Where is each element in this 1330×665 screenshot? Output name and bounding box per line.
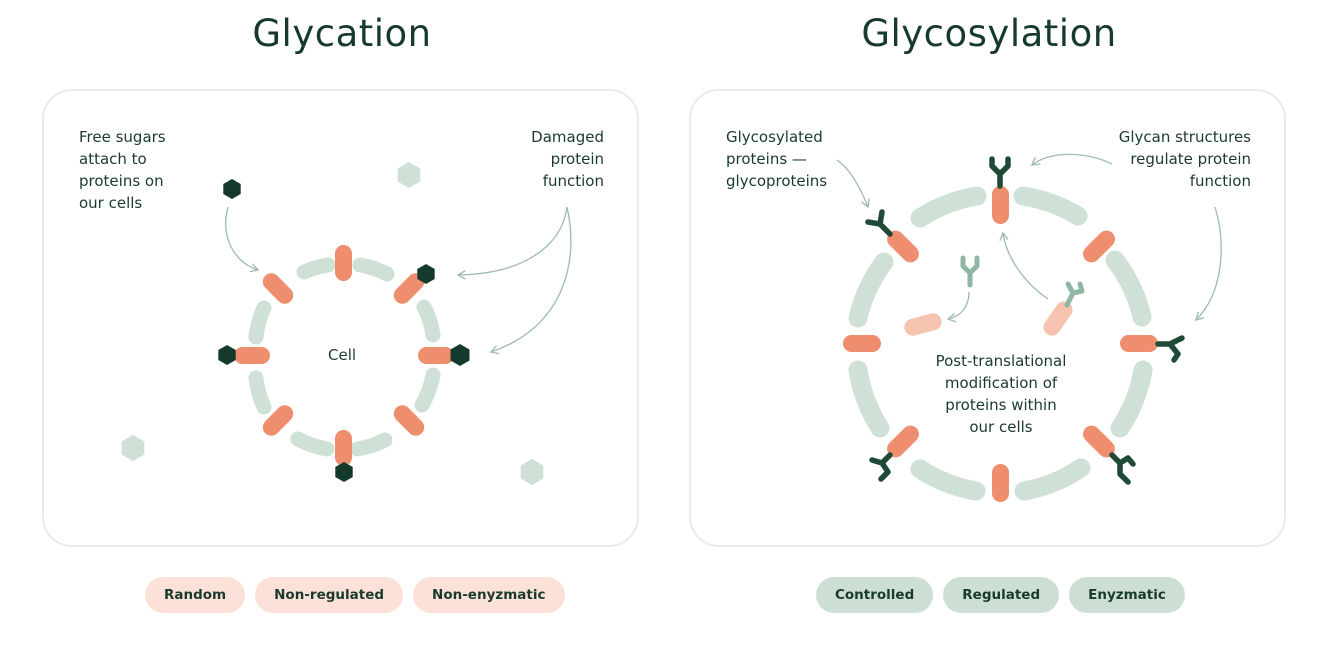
arrow-free-glycan-to-protein bbox=[946, 291, 970, 323]
arrow-to-top-glycan bbox=[1030, 153, 1113, 166]
glycation-panel: Free sugars attach to proteins on our ce… bbox=[42, 89, 639, 547]
glycoproteins bbox=[843, 186, 1158, 502]
arrow-damaged-upper bbox=[456, 206, 568, 280]
protein-left bbox=[234, 347, 270, 364]
protein-being-modified bbox=[1043, 301, 1073, 336]
glycan-attaching bbox=[1064, 281, 1085, 308]
attached-sugar-left bbox=[218, 345, 236, 365]
arrow-sugar-to-protein bbox=[225, 206, 260, 273]
arrow-modified-to-top bbox=[999, 231, 1049, 300]
faded-sugar-left bbox=[121, 435, 145, 461]
attached-sugar-right bbox=[450, 344, 470, 366]
arrow-to-glycoprotein bbox=[836, 159, 870, 209]
glycan-structures bbox=[865, 156, 1185, 485]
protein-lower-left bbox=[262, 405, 294, 436]
glycan-upper-left bbox=[865, 209, 893, 237]
glycosylation-arrows bbox=[836, 153, 1222, 323]
glycation-diagram bbox=[121, 162, 572, 485]
glycosylation-panel: Glycosylated proteins — glycoproteins Gl… bbox=[689, 89, 1286, 547]
protein-upper-right bbox=[393, 273, 425, 304]
tag-regulated: Regulated bbox=[943, 577, 1060, 613]
label-damaged-protein: Damaged protein function bbox=[531, 128, 604, 190]
glycoprotein-bottom bbox=[992, 464, 1009, 502]
glycoprotein-left bbox=[843, 335, 881, 352]
glycoprotein-upper-left bbox=[887, 230, 919, 263]
label-glycoproteins: Glycosylated proteins — glycoproteins bbox=[726, 128, 828, 190]
protein-top bbox=[335, 245, 352, 281]
tag-enzymatic: Enyzmatic bbox=[1069, 577, 1185, 613]
attached-sugar-bottom bbox=[335, 462, 353, 482]
protein-lower-right bbox=[393, 405, 425, 436]
tag-controlled: Controlled bbox=[816, 577, 934, 613]
glycan-right bbox=[1155, 335, 1185, 363]
free-glycan bbox=[960, 255, 980, 288]
glycoprotein-lower-right bbox=[1083, 425, 1115, 458]
glycan-faded bbox=[960, 255, 1085, 308]
protein-upper-left bbox=[262, 273, 294, 304]
glycation-title: Glycation bbox=[252, 12, 432, 55]
glycation-arrows bbox=[225, 206, 572, 355]
glycation-tags: Random Non-regulated Non-enyzmatic bbox=[145, 577, 565, 613]
glycosylation-tags: Controlled Regulated Enyzmatic bbox=[816, 577, 1185, 613]
glycoprotein-upper-right bbox=[1083, 230, 1115, 263]
attached-sugar-upper-right bbox=[417, 264, 435, 284]
arrow-damaged-lower bbox=[489, 206, 572, 355]
sugar-molecules bbox=[121, 162, 544, 485]
free-protein-faded bbox=[904, 313, 942, 336]
glycan-top bbox=[989, 156, 1011, 189]
glycan-lower-left bbox=[869, 452, 893, 482]
label-post-translational: Post-translational modification of prote… bbox=[935, 352, 1067, 436]
cell-proteins bbox=[234, 245, 454, 466]
glycosylation-diagram bbox=[836, 153, 1222, 502]
tag-non-regulated: Non-regulated bbox=[255, 577, 404, 613]
faded-sugar-top bbox=[397, 162, 421, 188]
glycoprotein-lower-left bbox=[887, 425, 919, 458]
glycosylation-title: Glycosylation bbox=[861, 12, 1117, 55]
free-sugar bbox=[223, 179, 241, 199]
glycan-lower-right bbox=[1109, 452, 1136, 485]
glycoprotein-right bbox=[1120, 335, 1158, 352]
faded-sugar-right bbox=[520, 459, 544, 485]
label-glycan-structures: Glycan structures regulate protein funct… bbox=[1118, 128, 1251, 190]
arrow-to-right-glycan bbox=[1195, 206, 1222, 321]
protein-bottom bbox=[335, 430, 352, 466]
cell-membrane bbox=[248, 257, 441, 457]
tag-random: Random bbox=[145, 577, 246, 613]
label-cell: Cell bbox=[328, 346, 357, 364]
protein-right bbox=[418, 347, 454, 364]
glycoprotein-top bbox=[992, 186, 1009, 224]
cell-membrane-large bbox=[848, 186, 1153, 501]
tag-non-enzymatic: Non-enyzmatic bbox=[413, 577, 565, 613]
label-free-sugars: Free sugars attach to proteins on our ce… bbox=[79, 128, 166, 212]
